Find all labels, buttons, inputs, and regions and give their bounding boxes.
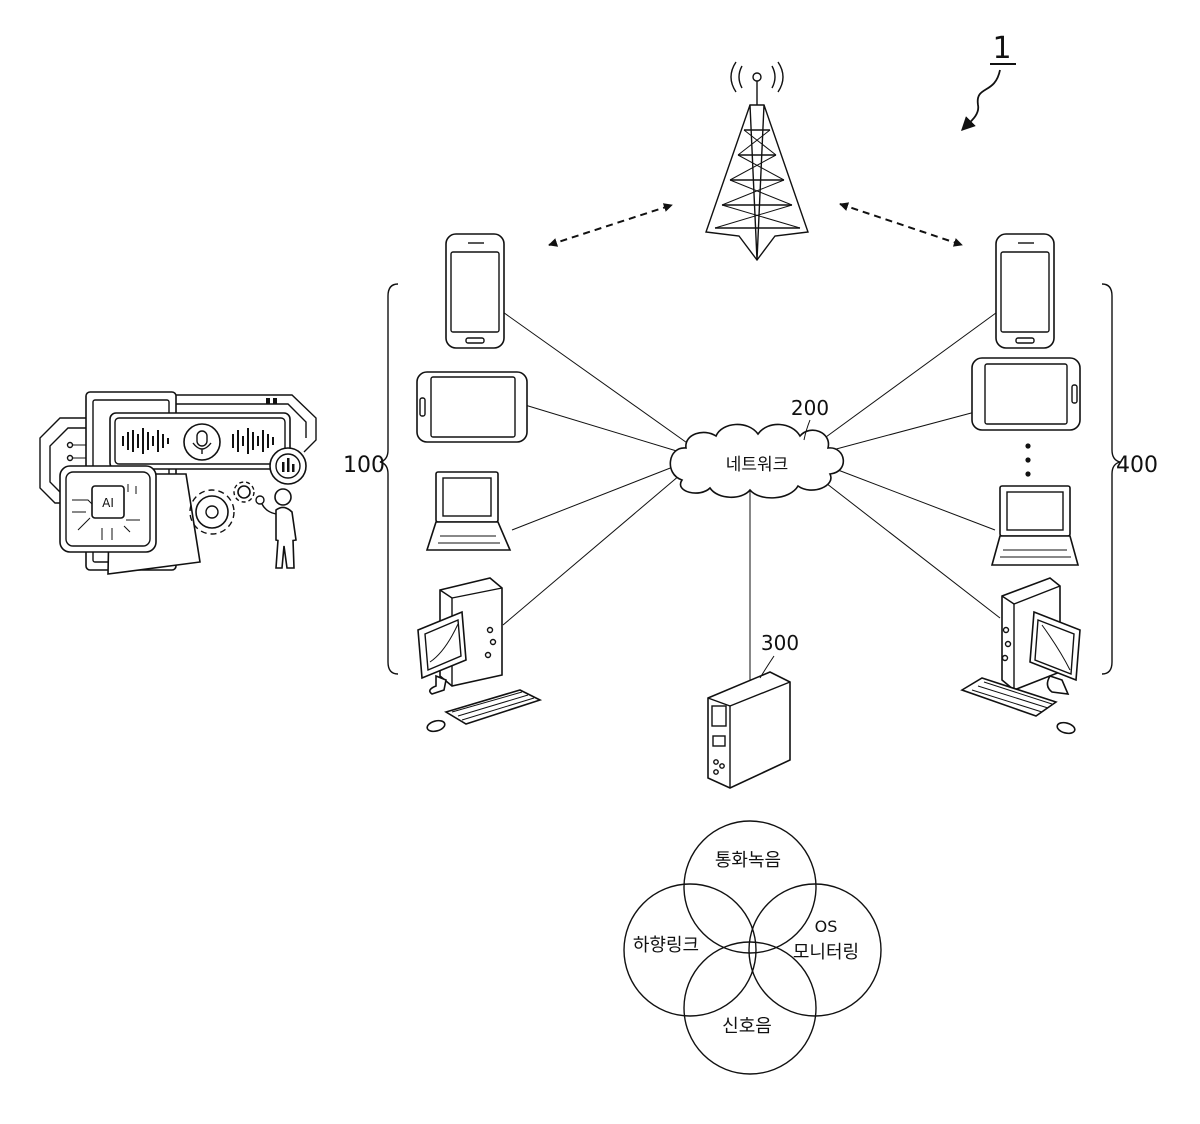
gear-icon bbox=[234, 482, 254, 502]
link-arrow-left bbox=[549, 205, 672, 245]
microphone-icon bbox=[184, 424, 220, 460]
connection-lines bbox=[500, 310, 1000, 688]
target-group-ref-label: 400 bbox=[1116, 453, 1158, 478]
target-device-group: 400 bbox=[962, 234, 1158, 735]
user-group-brace bbox=[380, 284, 398, 674]
venn-label-right-line2: 모니터링 bbox=[793, 942, 859, 963]
venn-label-bottom: 신호음 bbox=[722, 1016, 772, 1037]
network-label: 네트워크 bbox=[726, 455, 789, 475]
person-figure bbox=[256, 489, 296, 568]
ai-voice-illustration: AI bbox=[40, 392, 316, 574]
venn-label-right-line1: OS bbox=[815, 917, 838, 936]
target-group-brace bbox=[1102, 284, 1120, 674]
server-icon: 300 bbox=[708, 631, 799, 788]
system-ref-label: 1 bbox=[992, 31, 1011, 66]
network-ref-label: 200 bbox=[791, 396, 829, 420]
tablet-icon bbox=[972, 358, 1080, 430]
ellipsis-dots bbox=[1025, 443, 1030, 476]
cell-tower-icon bbox=[706, 62, 808, 260]
ai-chip-label: AI bbox=[102, 496, 114, 510]
system-reference: 1 bbox=[962, 31, 1016, 130]
gear-icon bbox=[190, 490, 234, 534]
desktop-computer-icon bbox=[962, 578, 1080, 735]
smartphone-icon bbox=[996, 234, 1054, 348]
venn-label-top: 통화녹음 bbox=[715, 850, 781, 871]
laptop-icon bbox=[992, 486, 1078, 565]
network-cloud: 네트워크 200 bbox=[670, 396, 843, 498]
tablet-icon bbox=[417, 372, 527, 442]
server-ref-label: 300 bbox=[761, 631, 799, 655]
bar-chart-icon bbox=[270, 448, 306, 484]
user-device-group: 100 bbox=[343, 234, 540, 733]
laptop-icon bbox=[427, 472, 510, 550]
smartphone-icon bbox=[446, 234, 504, 348]
desktop-computer-icon bbox=[418, 578, 540, 733]
venn-label-left: 하향링크 bbox=[633, 935, 699, 956]
link-arrow-right bbox=[840, 204, 962, 245]
venn-diagram: 통화녹음 OS 모니터링 하향링크 신호음 bbox=[624, 821, 881, 1074]
user-group-ref-label: 100 bbox=[343, 453, 385, 478]
